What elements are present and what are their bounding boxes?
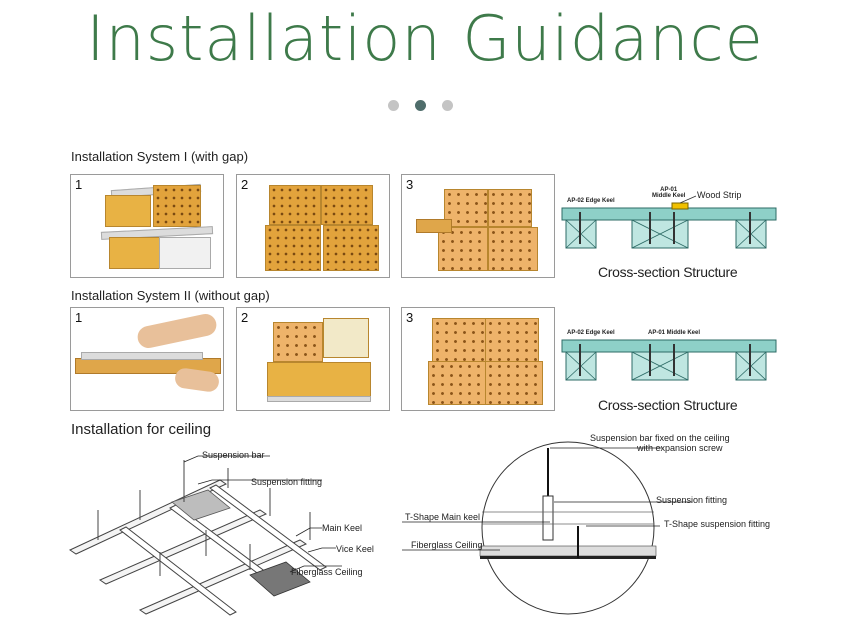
fiberglass-panel <box>267 362 371 398</box>
callout-lines <box>183 455 342 573</box>
vice-keel-label: Vice Keel <box>336 544 374 554</box>
system1-step3-panel: 3 <box>401 174 555 278</box>
keel-profile <box>561 207 777 221</box>
edge-keel-label: AP-02 Edge Keel <box>567 198 615 204</box>
acoustic-panel <box>153 185 201 227</box>
wood-strip <box>416 219 452 233</box>
edge-keel-label: AP-02 Edge Keel <box>567 330 615 336</box>
t-main-keel-label: T-Shape Main keel <box>405 512 481 522</box>
bar-note-line1: Suspension bar fixed on the ceiling <box>590 433 730 443</box>
ceiling-detail-diagram <box>402 441 692 615</box>
main-keel-label: Main Keel <box>322 523 363 533</box>
ceiling-grid-diagram <box>68 455 342 616</box>
fiberglass-panel <box>249 561 311 597</box>
system1-cross-section-caption: Cross-section Structure <box>598 264 738 280</box>
acoustic-panel <box>323 225 379 271</box>
step-number: 3 <box>406 177 414 192</box>
acoustic-panel <box>265 225 321 271</box>
vice-keels <box>119 484 327 616</box>
t-shape-keel <box>480 556 656 559</box>
wood-strip-label: Wood Strip <box>697 190 742 200</box>
acoustic-panel <box>438 227 488 271</box>
fiberglass-ceiling <box>479 545 657 557</box>
carousel-dot-3[interactable] <box>442 100 453 111</box>
fiberglass-panel <box>171 489 231 521</box>
suspension-fitting <box>542 495 554 541</box>
keel-rail <box>81 352 203 360</box>
system1-label: Installation System I (with gap) <box>71 149 249 164</box>
acoustic-panel <box>432 318 486 362</box>
acoustic-panel <box>428 361 486 405</box>
fiberglass-panel <box>109 237 161 269</box>
step-number: 2 <box>241 310 249 325</box>
system2-step1-panel: 1 <box>70 307 224 411</box>
step-number: 3 <box>406 310 414 325</box>
acoustic-panel <box>269 185 321 225</box>
system1-cross-section-diagram <box>561 195 777 249</box>
page-title: Installation Guidance <box>86 2 764 75</box>
acoustic-panel <box>321 185 373 225</box>
step-number: 1 <box>75 177 83 192</box>
fiberglass-panel <box>323 318 369 358</box>
bar-note-line2: with expansion screw <box>637 443 723 453</box>
system1-step2-panel: 2 <box>236 174 390 278</box>
keel-rail <box>267 396 371 402</box>
carousel-dot-1[interactable] <box>388 100 399 111</box>
hand <box>135 311 219 351</box>
acoustic-panel <box>485 361 543 405</box>
acoustic-panel <box>273 322 323 362</box>
acoustic-panel <box>485 318 539 362</box>
fiberglass-panel <box>105 195 151 227</box>
system2-step2-panel: 2 <box>236 307 390 411</box>
t-suspension-fitting-label: T-Shape suspension fitting <box>664 519 771 529</box>
carousel-dot-2[interactable] <box>415 100 426 111</box>
wood-strip <box>671 202 689 210</box>
detail-circle <box>481 441 655 615</box>
ceiling-label: Installation for ceiling <box>71 421 212 438</box>
callout-lines <box>402 447 692 551</box>
acoustic-panel <box>488 227 538 271</box>
suspension-fitting-label: Suspension fitting <box>251 477 323 487</box>
carousel-dots <box>388 100 453 111</box>
step-number: 2 <box>241 177 249 192</box>
system2-cross-section-caption: Cross-section Structure <box>598 397 738 413</box>
system2-step3-panel: 3 <box>401 307 555 411</box>
system1-step1-panel: 1 <box>70 174 224 278</box>
fiberglass-ceiling-label: Fiberglass Ceiling <box>291 567 363 577</box>
acoustic-panel <box>488 189 532 227</box>
detail-fiberglass-label: Fiberglass Ceiling <box>411 540 483 550</box>
middle-keel-label: AP-01 Middle Keel <box>648 330 701 336</box>
system2-cross-section-diagram <box>561 339 777 381</box>
suspension-bar-label: Suspension bar <box>202 450 265 460</box>
bracket <box>159 237 211 269</box>
detail-suspension-fitting-label: Suspension fitting <box>656 495 728 505</box>
keel-profile <box>561 339 777 353</box>
suspension-bars <box>97 460 311 576</box>
system2-label: Installation System II (without gap) <box>71 288 270 303</box>
step-number: 1 <box>75 310 83 325</box>
middle-keel-label: AP-01 Middle Keel <box>652 187 686 199</box>
